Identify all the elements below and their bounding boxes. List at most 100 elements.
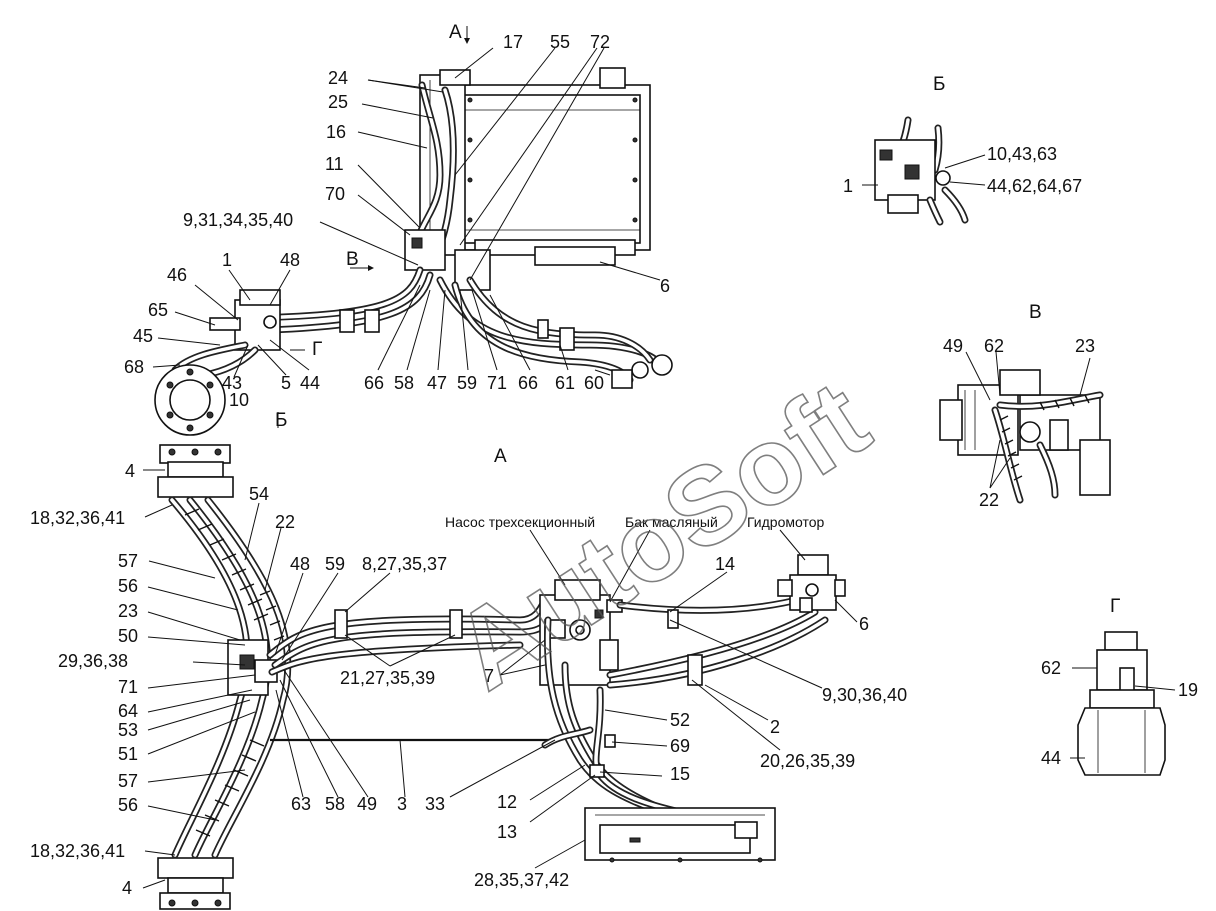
radiator-core bbox=[461, 94, 641, 244]
top-assembly bbox=[154, 67, 673, 436]
main-leaders bbox=[142, 469, 858, 889]
callout-43: 43 bbox=[222, 373, 242, 393]
callout-45: 45 bbox=[133, 326, 153, 346]
callout-24: 24 bbox=[328, 68, 348, 88]
valve-block bbox=[404, 229, 446, 271]
main-callout-4-bottom: 4 bbox=[122, 878, 132, 898]
flange-top bbox=[154, 364, 226, 436]
flange-upper bbox=[157, 444, 234, 498]
hydromotor bbox=[777, 554, 846, 613]
main-callout-71: 71 bbox=[118, 677, 138, 697]
main-callout-12: 12 bbox=[497, 792, 517, 812]
callout-59: 59 bbox=[457, 373, 477, 393]
callout-48: 48 bbox=[280, 250, 300, 270]
callout-46: 46 bbox=[167, 265, 187, 285]
main-callout-59: 59 bbox=[325, 554, 345, 574]
main-callout-56-a: 56 bbox=[118, 576, 138, 596]
main-callout-29-36-38: 29,36,38 bbox=[58, 651, 128, 671]
view-g-callout-19: 19 bbox=[1178, 680, 1198, 700]
main-callout-8-27-35-37: 8,27,35,37 bbox=[362, 554, 447, 574]
radiator-bolts bbox=[467, 97, 638, 223]
top-callouts: А 17 55 72 24 25 16 11 70 9,31,34,35,40 … bbox=[124, 22, 670, 431]
callout-16: 16 bbox=[326, 122, 346, 142]
view-g-callout-44: 44 bbox=[1041, 748, 1061, 768]
view-g-callout-62: 62 bbox=[1041, 658, 1061, 678]
main-callout-48: 48 bbox=[290, 554, 310, 574]
callout-58: 58 bbox=[394, 373, 414, 393]
view-b-callout-10-43-63: 10,43,63 bbox=[987, 144, 1057, 164]
callout-1: 1 bbox=[222, 250, 232, 270]
main-callout-69: 69 bbox=[670, 736, 690, 756]
main-callout-63: 63 bbox=[291, 794, 311, 814]
callout-6-top: 6 bbox=[660, 276, 670, 296]
main-callout-20-26-35-39: 20,26,35,39 bbox=[760, 751, 855, 771]
callout-65: 65 bbox=[148, 300, 168, 320]
main-callout-57-b: 57 bbox=[118, 771, 138, 791]
main-view-a-title: А bbox=[494, 446, 507, 467]
main-view-a: А bbox=[157, 444, 846, 910]
callout-17: 17 bbox=[503, 32, 523, 52]
main-callout-50: 50 bbox=[118, 626, 138, 646]
view-b-callout-1: 1 bbox=[843, 176, 853, 196]
main-callouts: 4 18,32,36,41 54 22 57 56 23 50 29,36,38… bbox=[30, 461, 907, 898]
main-callout-3: 3 bbox=[397, 794, 407, 814]
view-v-callout-62: 62 bbox=[984, 336, 1004, 356]
top-leaders bbox=[152, 26, 661, 428]
main-callout-18-32-36-41-top: 18,32,36,41 bbox=[30, 508, 125, 528]
callout-68: 68 bbox=[124, 357, 144, 377]
flange-lower bbox=[157, 857, 234, 910]
main-callout-49: 49 bbox=[357, 794, 377, 814]
nut-g bbox=[1077, 707, 1166, 776]
callout-25: 25 bbox=[328, 92, 348, 112]
main-callout-53: 53 bbox=[118, 720, 138, 740]
callout-5: 5 bbox=[281, 373, 291, 393]
main-callout-4-top: 4 bbox=[125, 461, 135, 481]
callout-44: 44 bbox=[300, 373, 320, 393]
callout-55: 55 bbox=[550, 32, 570, 52]
main-callout-15: 15 bbox=[670, 764, 690, 784]
main-callout-9-30-36-40: 9,30,36,40 bbox=[822, 685, 907, 705]
main-callout-23: 23 bbox=[118, 601, 138, 621]
view-v-callout-23: 23 bbox=[1075, 336, 1095, 356]
callout-61: 61 bbox=[555, 373, 575, 393]
label-pump: Насос трехсекционный bbox=[445, 514, 595, 530]
main-callout-18-32-36-41-bottom: 18,32,36,41 bbox=[30, 841, 125, 861]
component-labels: Насос трехсекционный Бак масляный Гидром… bbox=[445, 514, 825, 530]
main-callout-52: 52 bbox=[670, 710, 690, 730]
watermark-text: AutoSoft bbox=[433, 357, 889, 713]
callout-70: 70 bbox=[325, 184, 345, 204]
main-callout-56-b: 56 bbox=[118, 795, 138, 815]
view-b-title: Б bbox=[933, 74, 945, 95]
main-callout-58: 58 bbox=[325, 794, 345, 814]
main-callout-57-a: 57 bbox=[118, 551, 138, 571]
main-callout-54: 54 bbox=[249, 484, 269, 504]
view-v-callout-49: 49 bbox=[943, 336, 963, 356]
callout-66-a: 66 bbox=[364, 373, 384, 393]
view-g-title: Г bbox=[1110, 596, 1120, 617]
view-arrow-b: Б bbox=[275, 410, 287, 431]
view-v-title: В bbox=[1029, 302, 1042, 323]
view-arrow-g: Г bbox=[312, 339, 322, 360]
view-v-callout-22: 22 bbox=[979, 490, 999, 510]
view-v: В 49 62 23 22 bbox=[939, 302, 1111, 510]
main-callout-22: 22 bbox=[275, 512, 295, 532]
label-motor: Гидромотор bbox=[747, 514, 825, 530]
main-callout-64: 64 bbox=[118, 701, 138, 721]
view-arrow-a: А bbox=[449, 22, 462, 43]
callout-9-31-34-35-40: 9,31,34,35,40 bbox=[183, 210, 293, 230]
main-callout-28-35-37-42: 28,35,37,42 bbox=[474, 870, 569, 890]
callout-72: 72 bbox=[590, 32, 610, 52]
callout-47: 47 bbox=[427, 373, 447, 393]
callout-60: 60 bbox=[584, 373, 604, 393]
callout-11: 11 bbox=[325, 154, 344, 174]
callout-66-b: 66 bbox=[518, 373, 538, 393]
main-callout-13: 13 bbox=[497, 822, 517, 842]
main-callout-14: 14 bbox=[715, 554, 735, 574]
pump-three-section bbox=[539, 579, 619, 686]
view-b-callout-44-62-64-67: 44,62,64,67 bbox=[987, 176, 1082, 196]
view-arrow-v: В bbox=[346, 249, 359, 270]
main-callout-7: 7 bbox=[484, 666, 494, 686]
main-callout-51: 51 bbox=[118, 744, 138, 764]
main-callout-21-27-35-39: 21,27,35,39 bbox=[340, 668, 435, 688]
